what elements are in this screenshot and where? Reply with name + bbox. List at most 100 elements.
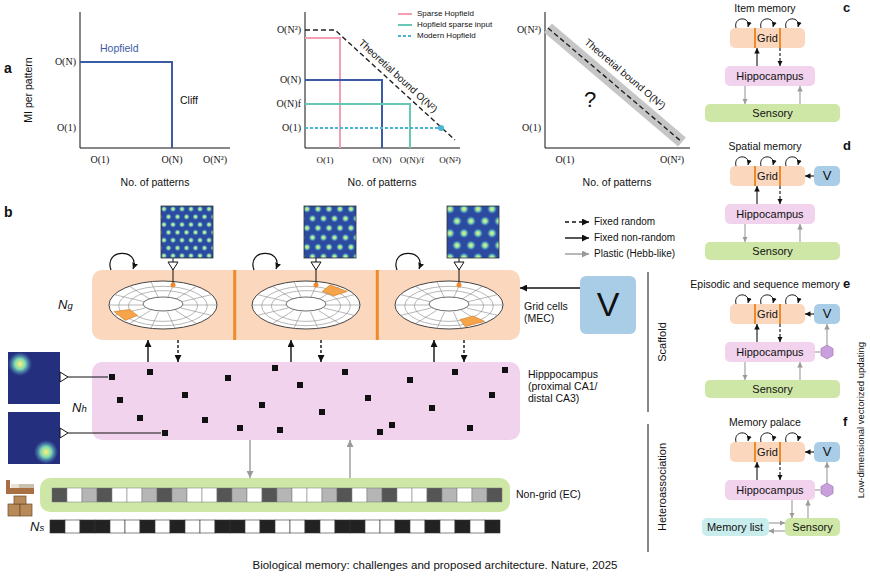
- torus-wire: [400, 295, 431, 302]
- bed-blanket: [19, 484, 34, 488]
- node-label: Grid: [757, 32, 778, 45]
- sensory-pattern-cell: [440, 520, 455, 533]
- connector: [744, 86, 745, 104]
- firing-field: [331, 234, 339, 242]
- firing-field: [353, 215, 356, 223]
- sensory-cell: [307, 488, 322, 502]
- tick-label: O(N²): [277, 24, 301, 36]
- firing-field: [165, 214, 171, 220]
- firing-field: [304, 206, 311, 213]
- module-divider: [754, 304, 756, 324]
- firing-field: [459, 228, 469, 238]
- recurrent-loop: [761, 19, 774, 28]
- bracket-line: [648, 272, 649, 412]
- sensory-cell: [337, 488, 352, 502]
- sparse-hopfield-curve: [305, 38, 340, 148]
- electrode: [168, 262, 178, 270]
- torus-wire: [400, 308, 431, 315]
- firing-field: [197, 206, 203, 212]
- firing-field: [201, 214, 207, 220]
- curve-label: Cliff: [180, 94, 198, 106]
- node-label: Hippocampus: [736, 208, 803, 221]
- panel-letter: a: [4, 60, 12, 76]
- firing-field: [473, 228, 483, 238]
- sensory-pattern-cell: [65, 520, 80, 533]
- recurrent-loop: [736, 295, 749, 304]
- torus-wire: [461, 286, 482, 299]
- firing-field: [201, 245, 207, 251]
- connector: [799, 362, 800, 380]
- torus-wire: [405, 286, 494, 325]
- torus-wire: [271, 291, 340, 322]
- firing-field: [201, 229, 207, 235]
- firing-field: [183, 245, 189, 251]
- legend-sample: [398, 13, 412, 15]
- place-cell: [272, 365, 278, 371]
- module-divider: [754, 442, 756, 462]
- panel-letter: d: [843, 139, 851, 154]
- curve-label: Hopfield: [100, 42, 139, 54]
- sensory-pattern-cell: [290, 520, 305, 533]
- torus-wire: [167, 282, 175, 299]
- torus-body: [109, 281, 217, 329]
- sensory-pattern-cell: [185, 520, 200, 533]
- torus-hole: [286, 297, 326, 311]
- sensory-cell: [217, 488, 232, 502]
- firing-field: [188, 221, 194, 227]
- firing-field: [210, 245, 213, 251]
- node-label: Sensory: [792, 521, 832, 534]
- firing-field: [342, 215, 350, 223]
- node-label: Sensory: [752, 245, 792, 258]
- electrode: [60, 428, 68, 438]
- recurrent-loop: [786, 433, 799, 442]
- connector: [520, 287, 580, 288]
- torus-wire: [183, 305, 217, 306]
- plastic-link: [826, 462, 827, 483]
- sensory-pattern-cell: [140, 520, 155, 533]
- sensory-cell: [277, 488, 292, 502]
- tick-label: O(N²): [517, 24, 541, 36]
- place-cell: [117, 397, 123, 403]
- sensory-cell: [112, 488, 127, 502]
- place-cell: [319, 409, 325, 415]
- legend-sample: [565, 253, 589, 254]
- torus-hole: [429, 297, 469, 311]
- firing-field: [170, 206, 176, 212]
- sensory-box: Sensory: [705, 380, 840, 398]
- recurrent-loop: [736, 157, 749, 166]
- torus-wire: [310, 312, 318, 329]
- legend-text: Modern Hopfield: [417, 31, 476, 40]
- connector: [805, 313, 814, 314]
- connector: [769, 530, 786, 531]
- node-label: Grid: [757, 170, 778, 183]
- firing-field: [494, 216, 499, 226]
- firing-field: [188, 253, 194, 258]
- sensory-pattern-cell: [155, 520, 170, 533]
- connector: [433, 340, 434, 362]
- panel-a-plots: [80, 12, 690, 148]
- node-label: Sensory: [752, 107, 792, 120]
- torus-wire: [437, 282, 445, 299]
- torus-body: [395, 281, 503, 329]
- map-ground: [161, 206, 213, 258]
- node-label: V: [823, 445, 832, 460]
- torus-body: [252, 281, 360, 329]
- firing-field: [206, 237, 212, 243]
- firing-field: [165, 245, 171, 251]
- connector: [779, 48, 780, 66]
- node-label: Hippocampus: [736, 70, 803, 83]
- velocity-box: V: [814, 442, 840, 462]
- torus-wire: [175, 310, 196, 323]
- sensory-cell: [97, 488, 112, 502]
- firing-field: [314, 206, 322, 213]
- panel-letter: c: [843, 1, 850, 16]
- torus-wire: [181, 295, 212, 302]
- module-divider: [233, 270, 236, 340]
- firing-field: [487, 252, 497, 258]
- torus-wire: [128, 291, 197, 322]
- modern-hopfield-curve: [305, 127, 438, 129]
- sensory-pattern-cell: [170, 520, 185, 533]
- sensory-cell: [427, 488, 442, 502]
- sensory-cell: [67, 488, 82, 502]
- sensory-cell: [472, 488, 487, 502]
